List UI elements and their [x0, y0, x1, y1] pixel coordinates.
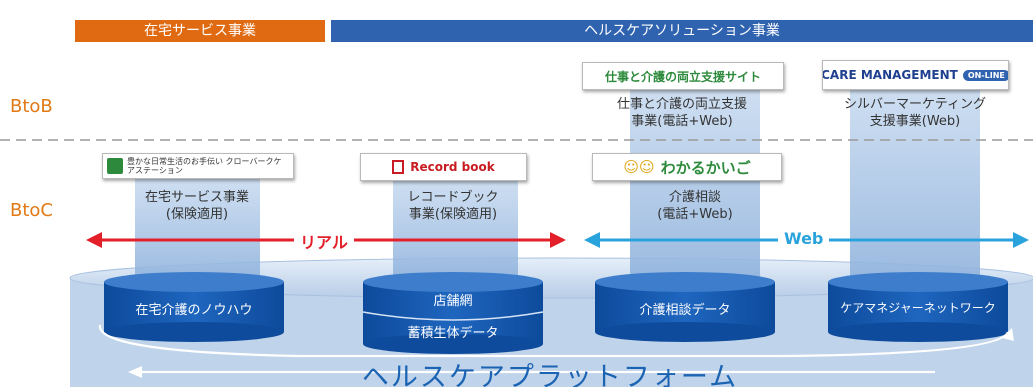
desc-silver-marketing: シルバーマーケティング 支援事業(Web): [820, 96, 1010, 130]
desc-work-care-line2: 事業(電話+Web): [631, 114, 733, 129]
data-label-caremanager-network: ケアマネジャーネットワーク: [840, 301, 996, 315]
logo-wakaru-kaigo: ☺☺ わかるかいご: [592, 153, 782, 181]
desc-record-book: レコードブック 事業(保険適用): [378, 189, 528, 223]
logo-clover-text: 豊かな日常生活のお手伝い クローバークケアステーション: [127, 157, 282, 175]
level-label-btob: BtoB: [10, 96, 53, 117]
desc-silver-marketing-line2: 支援事業(Web): [869, 114, 961, 129]
desc-record-book-line2: 事業(保険適用): [408, 207, 498, 222]
data-label-care-knowhow: 在宅介護のノウハウ: [135, 303, 253, 318]
smiley-icon: ☺☺: [623, 158, 655, 176]
level-label-btoc: BtoC: [10, 200, 53, 221]
desc-silver-marketing-line1: シルバーマーケティング: [844, 97, 986, 112]
desc-care-consultation-line1: 介護相談: [668, 190, 721, 205]
logo-record-book-text: Record book: [410, 160, 495, 174]
category-healthcare-solution: ヘルスケアソリューション事業: [331, 20, 1033, 42]
clover-icon: [107, 158, 123, 174]
desc-home-care-line1: 在宅サービス事業: [144, 190, 249, 205]
data-cylinder-knowhow: [104, 272, 284, 342]
data-cylinder-stores-biodata: [362, 272, 544, 354]
channel-label-real: リアル: [294, 229, 354, 253]
data-cylinder-consultation: [595, 272, 775, 342]
logo-work-care-site-text: 仕事と介護の両立支援サイト: [604, 69, 761, 84]
category-home-care: 在宅サービス事業: [75, 20, 325, 42]
desc-home-care-line2: (保険適用): [165, 207, 229, 222]
desc-record-book-line1: レコードブック: [407, 190, 499, 205]
desc-work-care-line1: 仕事と介護の両立支援: [616, 97, 747, 112]
circulation-loop-arrows: [98, 324, 1014, 378]
data-cylinder-caremanager: [828, 272, 1008, 342]
data-label-biometric-data: 蓄積生体データ: [407, 326, 499, 341]
logo-record-book: Record book: [360, 153, 527, 181]
desc-care-consultation: 介護相談 (電話+Web): [620, 189, 770, 223]
data-label-store-network: 店舗網: [433, 294, 473, 309]
desc-home-care-service: 在宅サービス事業 (保険適用): [122, 189, 272, 223]
logo-online-badge: ON-LINE: [962, 69, 1008, 81]
logo-care-management: CARE MANAGEMENT ON-LINE: [822, 60, 1009, 90]
desc-care-consultation-line2: (電話+Web): [657, 207, 733, 222]
platform-title: ヘルスケアプラットフォーム: [361, 362, 739, 387]
logo-wakaru-text: わかるかいご: [660, 158, 751, 177]
logo-work-care-site: 仕事と介護の両立支援サイト: [582, 62, 784, 90]
desc-work-care-support: 仕事と介護の両立支援 事業(電話+Web): [582, 96, 782, 130]
logo-care-management-text: CARE MANAGEMENT: [822, 68, 958, 82]
logo-clover-care-station: 豊かな日常生活のお手伝い クローバークケアステーション: [102, 153, 294, 179]
channel-label-web: Web: [778, 229, 830, 248]
book-icon: [392, 160, 405, 174]
data-label-consultation-data: 介護相談データ: [639, 303, 731, 318]
